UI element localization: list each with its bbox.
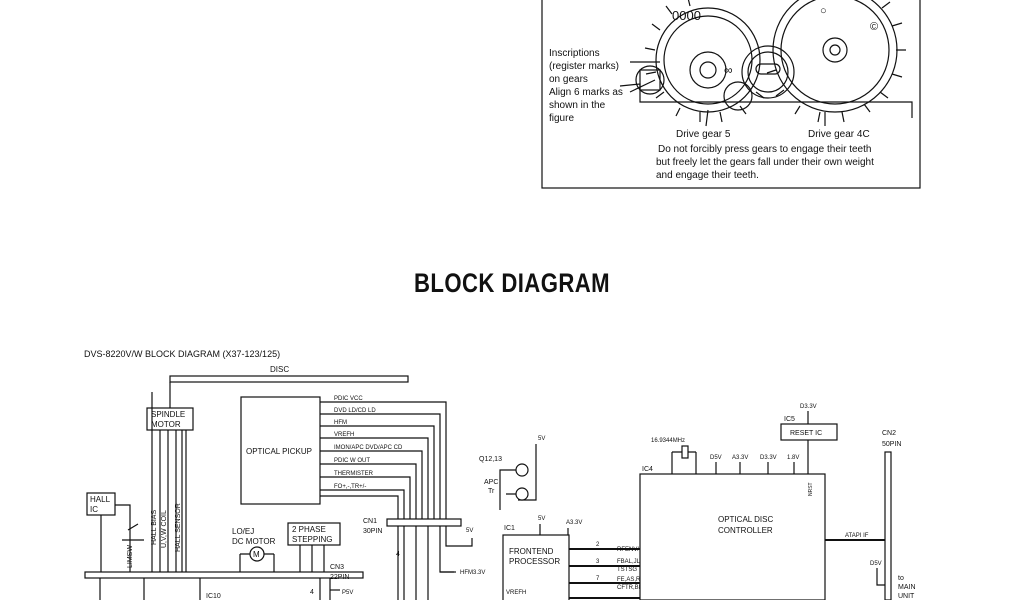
- to-main-unit-label: to MAIN UNIT: [898, 575, 917, 600]
- uvw-coil-label: U,V,W COIL: [161, 510, 168, 548]
- diagram-title: DVS-8220V/W BLOCK DIAGRAM (X37-123/125): [84, 349, 280, 359]
- ic4-label: IC4: [642, 466, 653, 473]
- hfm-33v-label: HFM3.3V: [460, 570, 485, 576]
- cn3-pin-count: 4: [310, 589, 314, 596]
- cn3-connector: [84, 571, 364, 579]
- crystal-symbol: [681, 445, 689, 459]
- drive-gear-4c-drawing: © ○: [766, 0, 906, 123]
- label-drive-gear-5: Drive gear 5: [676, 129, 731, 140]
- spindle-motor-label: SPINDLE MOTOR: [151, 410, 187, 429]
- reset-d33v-label: D3.3V: [800, 404, 817, 410]
- stepping-motor-box: [287, 522, 341, 546]
- optical-disc-controller-label: OPTICAL DISC CONTROLLER: [718, 515, 776, 535]
- apc-5v-label: 5V: [538, 436, 545, 442]
- disc-label: DISC: [270, 365, 289, 374]
- block-diagram: DVS-8220V/W BLOCK DIAGRAM (X37-123/125) …: [84, 349, 917, 600]
- nrst-label: NRST: [808, 482, 814, 496]
- optical-pickup-box: [240, 396, 321, 505]
- cn1-bus-count: 4: [396, 551, 400, 558]
- cn3-label: CN3 22PIN: [330, 564, 349, 581]
- odc-d5v-label: D5V: [710, 455, 722, 461]
- optical-pickup-label: OPTICAL PICKUP: [246, 447, 312, 456]
- cn2-connector: [884, 451, 892, 600]
- hall-bias-label: HALL BIAS: [151, 510, 158, 545]
- crystal-label: 16.9344MHz: [651, 438, 685, 444]
- bus-2-count: 2: [596, 542, 600, 548]
- atapi-label: ATAPI IF: [845, 533, 869, 539]
- gear-caution-text: Do not forcibly press gears to engage th…: [656, 144, 877, 181]
- frontend-processor-label: FRONTEND PROCESSOR: [509, 547, 560, 566]
- hall-ic-label: HALL IC: [90, 495, 112, 514]
- vreph-label: VREFH: [506, 590, 526, 596]
- cn1-5v-label: 5V: [466, 528, 473, 534]
- cn1-connector: [386, 518, 462, 527]
- label-drive-gear-4c: Drive gear 4C: [808, 129, 870, 140]
- disc-bar: [169, 375, 409, 383]
- q12-label: Q12,13: [479, 456, 502, 463]
- bus-3-count: 3: [596, 559, 600, 565]
- odc-a33v-label: A3.3V: [732, 455, 748, 461]
- ic5-label: IC5: [784, 416, 795, 423]
- gear-figure: 0000 ∞ © ○ Inscri: [541, 0, 921, 189]
- block-diagram-heading: BLOCK DIAGRAM: [414, 268, 610, 298]
- fe-a33v-label: A3.3V: [566, 520, 582, 526]
- odc-d33v-label: D3.3V: [760, 455, 777, 461]
- svg-text:∞: ∞: [724, 63, 733, 77]
- reset-ic-box: [780, 423, 838, 441]
- motor-m-label: M: [253, 550, 260, 559]
- bus-7-count: 7: [596, 576, 600, 582]
- fe-5v-label: 5V: [538, 516, 545, 522]
- stepping-motor-label: 2 PHASE STEPPING: [292, 525, 332, 544]
- optical-disc-controller-box: [639, 473, 826, 600]
- lower-gears-drawing: [635, 65, 753, 111]
- cn1-label: CN1 30PIN: [363, 518, 382, 535]
- cn2-label: CN2 50PIN: [882, 430, 901, 448]
- p5v-label: P5V: [342, 590, 353, 596]
- reset-ic-label: RESET IC: [790, 430, 822, 437]
- frontend-odc-buses: [569, 548, 640, 599]
- gear-figure-frame: [541, 0, 921, 189]
- drive-gear-5-drawing: 0000 ∞: [644, 0, 765, 123]
- hall-sensor-label: HALL SENSOR: [175, 503, 182, 552]
- apc-transistor-1: [515, 463, 529, 477]
- ic1-label: IC1: [504, 525, 515, 532]
- svg-text:○: ○: [820, 5, 827, 17]
- gear-leader-lines: [629, 61, 826, 127]
- cn2-d5v-label: D5V: [870, 561, 882, 567]
- apc-tr-label: APC Tr: [484, 479, 500, 495]
- limsw-label: LIMSW: [127, 545, 134, 568]
- bus-fbal-label: FBAL,JLINE, TSTSG: [617, 559, 653, 573]
- spindle-motor-box: [146, 407, 194, 431]
- svg-text:0000: 0000: [672, 8, 701, 23]
- apc-transistor-2: [515, 487, 529, 501]
- lo-ej-motor-label: LO/EJ DC MOTOR: [232, 527, 276, 546]
- gear-inscription-text: Inscriptions (register marks) on gears A…: [549, 48, 626, 124]
- pickup-signal-lines: [320, 401, 447, 520]
- odc-18v-label: 1.8V: [787, 455, 799, 461]
- pickup-signal-labels: PDIC VCC DVD LD/CD LD HFM VREFH IMON/APC…: [334, 396, 404, 490]
- bus-rfenv-label: RFENV/RF: [617, 547, 647, 553]
- ic10-label: IC10: [206, 593, 221, 600]
- svg-text:©: ©: [870, 21, 878, 33]
- frontend-processor-box: [502, 534, 570, 600]
- gear-base-plate: [619, 83, 913, 118]
- middle-gear-drawing: [741, 45, 795, 99]
